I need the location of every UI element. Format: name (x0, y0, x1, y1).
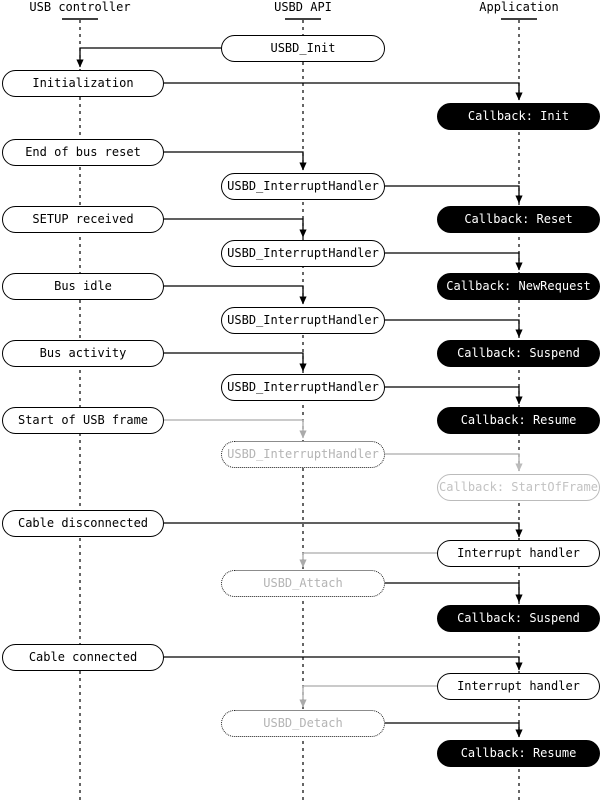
node-usbd-interrupthandler-3[interactable]: USBD_InterruptHandler (221, 307, 385, 334)
lane-header-usb-controller: USB controller (29, 0, 131, 14)
node-usbd-interrupthandler-5[interactable]: USBD_InterruptHandler (221, 441, 385, 468)
node-callback-resume-1[interactable]: Callback: Resume (437, 407, 600, 434)
node-cable-disconnected[interactable]: Cable disconnected (2, 510, 164, 537)
wire-interrupthandler2-to-usbddetach (299, 685, 437, 708)
wire-ih5-to-callback-startofframe (385, 453, 523, 472)
lane-header-usbd-api: USBD API (274, 0, 332, 14)
wire-initialization-to-callback-init (164, 82, 523, 101)
node-callback-reset[interactable]: Callback: Reset (437, 206, 600, 233)
node-usbd-interrupthandler-2[interactable]: USBD_InterruptHandler (221, 240, 385, 267)
wire-interrupthandler1-to-usbdattach (299, 552, 437, 568)
wire-cabledisconnected-to-interrupthandler1 (164, 522, 523, 538)
node-bus-activity[interactable]: Bus activity (2, 340, 164, 367)
wire-busactivity-to-ih4 (164, 352, 307, 372)
wire-endofbusreset-to-ih1 (164, 151, 307, 171)
wire-ih4-to-callback-resume (385, 386, 523, 405)
node-callback-newrequest[interactable]: Callback: NewRequest (437, 273, 600, 300)
node-usbd-interrupthandler-4[interactable]: USBD_InterruptHandler (221, 374, 385, 401)
wire-setupreceived-to-ih2 (164, 218, 307, 238)
node-callback-suspend-2[interactable]: Callback: Suspend (437, 605, 600, 632)
wire-startofusbframe-to-ih5 (164, 419, 307, 439)
node-setup-received[interactable]: SETUP received (2, 206, 164, 233)
wire-cableconnected-to-interrupthandler2 (164, 656, 523, 671)
node-callback-resume-2[interactable]: Callback: Resume (437, 740, 600, 767)
node-callback-suspend-1[interactable]: Callback: Suspend (437, 340, 600, 367)
wire-busidle-to-ih3 (164, 285, 307, 305)
node-usbd-init[interactable]: USBD_Init (221, 35, 385, 62)
node-callback-startofframe[interactable]: Callback: StartOfFrame (437, 474, 600, 501)
node-interrupt-handler-app-1[interactable]: Interrupt handler (437, 540, 600, 567)
node-usbd-interrupthandler-1[interactable]: USBD_InterruptHandler (221, 173, 385, 200)
node-end-of-bus-reset[interactable]: End of bus reset (2, 139, 164, 166)
node-interrupt-handler-app-2[interactable]: Interrupt handler (437, 673, 600, 700)
node-callback-init[interactable]: Callback: Init (437, 103, 600, 130)
wire-usbdinit-to-initialization (76, 47, 221, 68)
node-cable-connected[interactable]: Cable connected (2, 644, 164, 671)
node-start-of-usb-frame[interactable]: Start of USB frame (2, 407, 164, 434)
lane-header-application: Application (479, 0, 559, 14)
wire-usbddetach-to-callback-resume2 (385, 722, 523, 738)
wire-ih3-to-callback-suspend (385, 319, 523, 338)
wire-usbdattach-to-callback-suspend2 (385, 582, 523, 603)
node-bus-idle[interactable]: Bus idle (2, 273, 164, 300)
node-usbd-detach[interactable]: USBD_Detach (221, 710, 385, 737)
node-initialization[interactable]: Initialization (2, 70, 164, 97)
node-usbd-attach[interactable]: USBD_Attach (221, 570, 385, 597)
wire-ih2-to-callback-newrequest (385, 252, 523, 271)
wire-ih1-to-callback-reset (385, 185, 523, 204)
